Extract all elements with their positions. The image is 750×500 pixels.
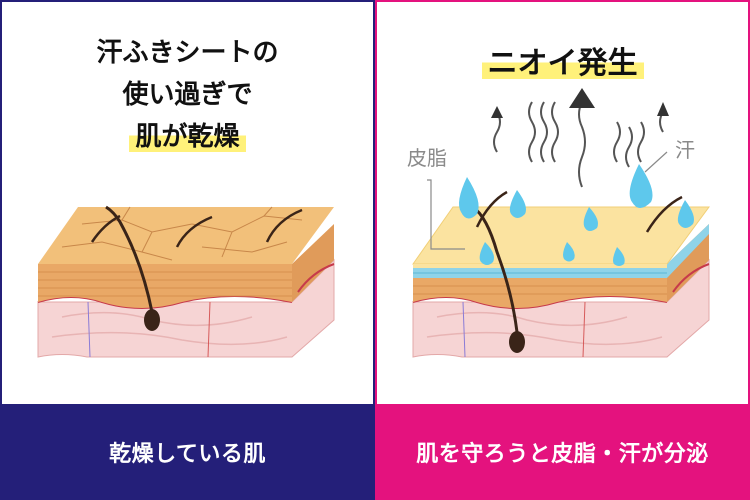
dry-skin-panel: 汗ふきシートの 使い過ぎで 肌が乾燥 <box>0 0 375 500</box>
odor-heading-highlight: ニオイ発生 <box>481 49 644 79</box>
dry-skin-heading: 汗ふきシートの 使い過ぎで 肌が乾燥 <box>2 32 373 158</box>
dry-skin-illustration <box>37 205 335 358</box>
sebum-surface <box>412 206 710 265</box>
heading-line-2: 使い過ぎで <box>122 80 253 110</box>
odor-arrows <box>491 88 669 118</box>
dry-cracks <box>61 206 303 261</box>
dry-skin-caption: 乾燥している肌 <box>2 404 373 500</box>
odor-waves <box>493 101 664 188</box>
heading-highlight: 肌が乾燥 <box>129 122 246 152</box>
odor-caption: 肌を守ろうと皮脂・汗が分泌 <box>377 404 748 500</box>
sweat-label: 汗 <box>675 138 695 162</box>
heading-line-1: 汗ふきシートの <box>96 38 279 68</box>
odor-skin-illustration <box>412 88 710 358</box>
epidermis-cells <box>38 271 292 297</box>
odor-skin-panel: ニオイ発生 <box>375 0 750 500</box>
odor-heading: ニオイ発生 <box>377 42 748 86</box>
sebum-label: 皮脂 <box>407 146 447 170</box>
sweat-drops <box>459 164 694 266</box>
